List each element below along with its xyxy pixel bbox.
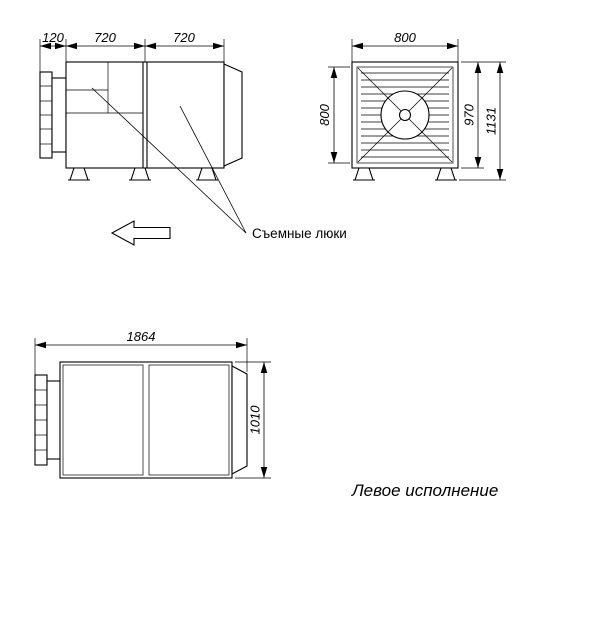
dim-total-length-label: 1864: [127, 329, 156, 344]
dim-depth-label: 1010: [248, 405, 263, 435]
variant-caption: Левое исполнение: [351, 481, 498, 500]
dim-section-a-label: 720: [94, 30, 116, 45]
discharge-connector-bottom: [231, 365, 248, 475]
bottom-view-length-dimension: [34, 338, 248, 375]
dim-width-label: 800: [394, 30, 416, 45]
front-view: 800: [317, 30, 506, 181]
side-view-top-feet: [68, 167, 218, 181]
fan-hub: [398, 108, 412, 122]
front-view-top-dimension: [351, 39, 459, 62]
dim-flange-length-label: 120: [42, 30, 64, 45]
side-view-top-duct-flange: [39, 71, 67, 159]
removable-hatches-label: Съемные люки: [252, 226, 347, 241]
front-view-feet: [353, 167, 457, 181]
discharge-connector: [223, 63, 243, 167]
front-view-right-dimensions: [459, 61, 506, 181]
bottom-view-unit-body: [59, 361, 248, 479]
airflow-direction-arrow-icon: [110, 220, 171, 246]
dim-section-b-label: 720: [173, 30, 195, 45]
bottom-view-depth-dimension: [235, 361, 271, 479]
side-view-bottom: 1864 1010: [34, 329, 271, 479]
front-view-casing: [351, 61, 459, 169]
bottom-view-duct-flange: [34, 374, 61, 466]
dim-body-height-label: 970: [462, 103, 477, 125]
hatch-leader-lines: [91, 87, 247, 234]
front-view-left-dimension: [328, 66, 350, 164]
side-view-top: 120 720 720: [39, 30, 347, 246]
side-view-top-unit-body: [65, 61, 243, 169]
dim-grille-height-label: 800: [317, 103, 332, 125]
dim-total-height-label: 1131: [484, 107, 499, 135]
